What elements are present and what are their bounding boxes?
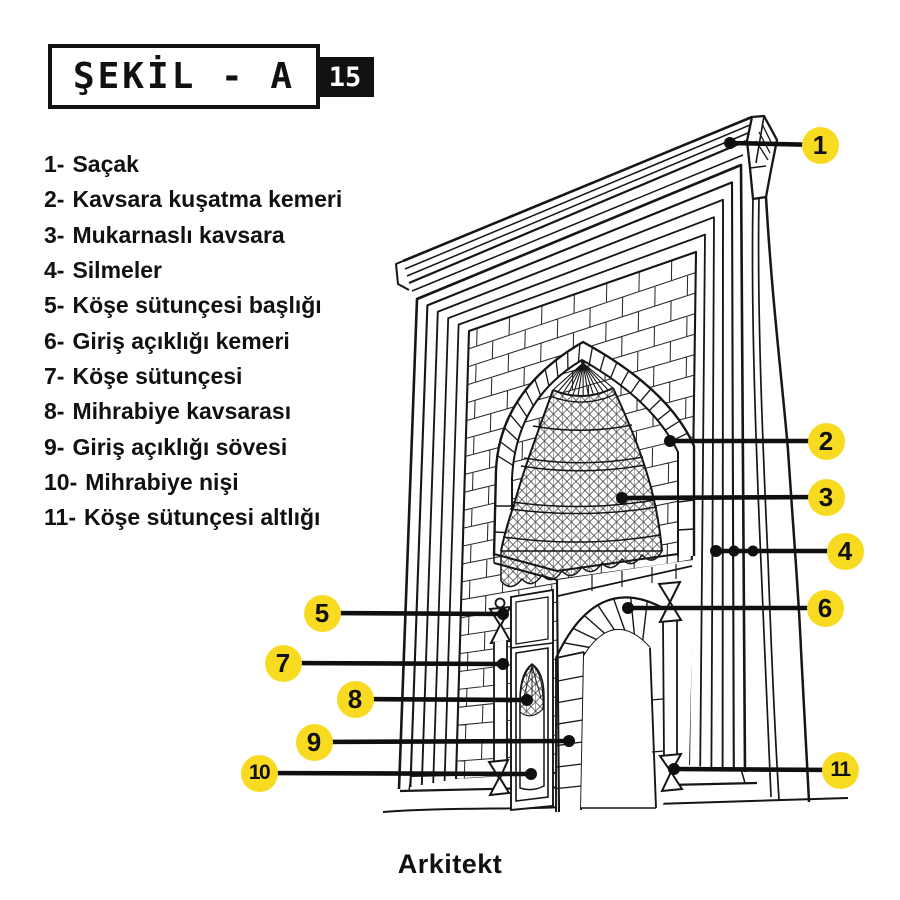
callout-number: 11: [830, 758, 851, 781]
legend-item-label: Mihrabiye nişi: [85, 468, 239, 495]
callout-badge-5: 5: [303, 594, 341, 632]
legend-item-number: 1-: [44, 151, 65, 178]
legend-item-number: 5-: [44, 292, 65, 319]
legend-item-number: 11-: [44, 504, 76, 531]
legend-item: 1- Saçak: [44, 147, 342, 182]
callout-leader-lines: [258, 137, 845, 780]
legend-item-label: Köşe sütunçesi altlığı: [83, 504, 321, 531]
legend-item: 4- Silmeler: [44, 253, 342, 288]
title-box: ŞEKİL - A: [48, 44, 320, 109]
callout-number: 10: [248, 761, 271, 784]
legend-item-label: Giriş açıklığı kemeri: [72, 327, 290, 354]
legend-item-number: 7-: [44, 362, 65, 389]
legend-item: 8- Mihrabiye kavsarası: [44, 394, 342, 429]
kavsara-arch: [492, 340, 696, 557]
legend-item-label: Köşe sütunçesi: [72, 362, 243, 389]
legend-item: 6- Giriş açıklığı kemeri: [44, 323, 342, 358]
legend-item: 7- Köşe sütunçesi: [44, 359, 342, 394]
callout-number: 1: [812, 129, 828, 160]
callout-badge-4: 4: [826, 532, 864, 570]
legend-item-number: 9-: [44, 433, 65, 460]
legend-list: 1- Saçak 2- Kavsara kuşatma kemeri 3- Mukar…: [44, 147, 342, 535]
legend-item-number: 4-: [44, 257, 65, 284]
legend-item-number: 8-: [44, 398, 65, 425]
legend-item-label: Mukarnaslı kavsara: [72, 221, 285, 248]
page-title: ŞEKİL - A: [72, 56, 296, 97]
callout-number: 8: [347, 683, 363, 714]
callout-number: 6: [817, 592, 833, 623]
callout-number: 5: [314, 597, 330, 628]
legend-item-label: Kavsara kuşatma kemeri: [72, 186, 343, 213]
brand-logo: Arkitekt: [0, 849, 900, 880]
legend-item: 10- Mihrabiye nişi: [44, 465, 342, 500]
muqarnas-cone: [500, 360, 664, 588]
brand-name: Arkitekt: [397, 849, 503, 879]
figure-number-badge: 15: [316, 57, 374, 97]
callout-badge-11: 11: [821, 751, 859, 789]
callout-number: 2: [818, 425, 834, 456]
legend-item: 5- Köşe sütunçesi başlığı: [44, 288, 342, 323]
legend-item-label: Silmeler: [72, 257, 162, 284]
callout-badge-8: 8: [336, 680, 374, 718]
legend-item-number: 3-: [44, 221, 65, 248]
callout-badge-9: 9: [295, 723, 333, 761]
legend-item: 9- Giriş açıklığı sövesi: [44, 429, 342, 464]
callout-badge-7: 7: [264, 644, 302, 682]
callout-badge-1: 1: [801, 126, 839, 164]
callout-number: 9: [306, 726, 322, 757]
callout-number: 3: [818, 481, 834, 512]
legend-item: 2- Kavsara kuşatma kemeri: [44, 182, 342, 217]
callout-badge-2: 2: [807, 422, 845, 460]
legend-item-number: 6-: [44, 327, 65, 354]
callout-badge-3: 3: [807, 478, 845, 516]
cornice: [395, 114, 779, 292]
legend-item-number: 10-: [44, 468, 78, 495]
callout-badge-10: 10: [240, 754, 278, 792]
legend-item: 11- Köşe sütunçesi altlığı: [44, 500, 342, 535]
portal-side-face: [751, 196, 811, 803]
legend-item-label: Saçak: [72, 151, 139, 178]
entrance-assembly: [555, 560, 694, 812]
callout-number: 4: [837, 535, 853, 566]
figure-number: 15: [328, 61, 362, 93]
legend-item-number: 2-: [44, 186, 65, 213]
callout-number: 7: [275, 647, 291, 678]
legend-item: 3- Mukarnaslı kavsara: [44, 218, 342, 253]
callout-badge-6: 6: [806, 589, 844, 627]
legend-item-label: Köşe sütunçesi başlığı: [72, 292, 322, 319]
legend-item-label: Giriş açıklığı sövesi: [72, 433, 288, 460]
legend-item-label: Mihrabiye kavsarası: [72, 398, 292, 425]
